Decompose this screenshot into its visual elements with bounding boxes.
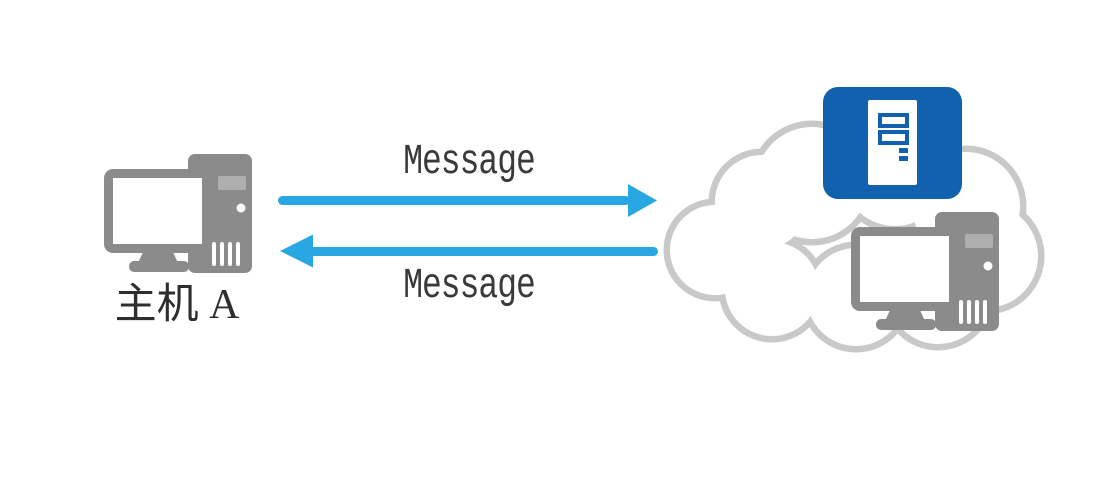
server-icon — [823, 87, 962, 199]
arrow-right-icon — [278, 184, 657, 217]
arrow-left-icon — [280, 234, 658, 268]
message-arrows — [278, 184, 658, 268]
server-indicator-lights — [899, 148, 908, 161]
message-label-bottom: Message — [403, 262, 536, 311]
desktop-computer-icon — [100, 150, 253, 273]
host-a-label: 主机 A — [114, 282, 240, 328]
server-drive-bays — [878, 113, 909, 145]
message-label-top: Message — [403, 138, 536, 187]
desktop-computer-icon — [847, 208, 1000, 331]
